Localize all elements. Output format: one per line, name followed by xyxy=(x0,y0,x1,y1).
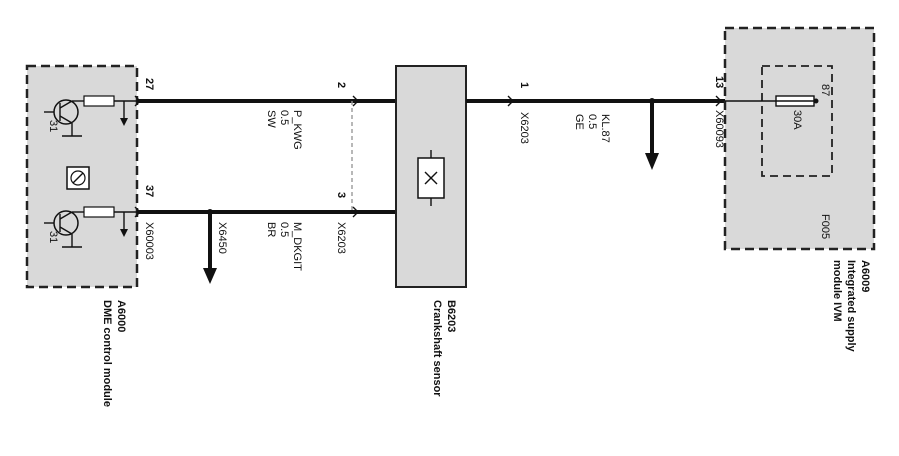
wire-kl87-size: 0.5 xyxy=(586,114,598,129)
ivm-module-box xyxy=(723,26,876,251)
fuse-icon xyxy=(775,95,819,107)
fuse-rating-label: 30A xyxy=(791,110,803,130)
ivm-id-label: A6009 xyxy=(859,260,871,292)
fuse-pin-label: 87 xyxy=(819,84,831,96)
supply-ivm-connector-label: X60093 xyxy=(713,110,725,148)
wire-m-dkgit-size: 0.5 xyxy=(278,222,290,237)
wire-p-kwg-size: 0.5 xyxy=(278,110,290,125)
dme-ground-label-upper: 31 xyxy=(47,120,59,132)
sensor-connector-chevron-top xyxy=(352,95,359,107)
ivm-name-label-2: module IVM xyxy=(831,260,843,322)
dme-pin-27: 27 xyxy=(143,78,155,90)
sensor-id-label: B6203 xyxy=(445,300,457,332)
supply-branch xyxy=(645,98,659,170)
ivm-fuse-area xyxy=(761,65,833,177)
ground-splice xyxy=(203,209,217,284)
dme-transistor-lower xyxy=(44,206,137,248)
dme-pin-37: 37 xyxy=(143,185,155,197)
supply-connector-chevron-ivm xyxy=(715,95,722,107)
dme-id-label: A6000 xyxy=(115,300,127,332)
wire-kl87-name: KL.87 xyxy=(599,114,611,143)
dme-transistor-upper xyxy=(44,95,137,137)
wire-kl87-color: GE xyxy=(573,114,585,130)
sensor-connector-chevron-bottom xyxy=(352,206,359,218)
sensor-connector-label: X6203 xyxy=(335,222,347,254)
dme-sensor-icon xyxy=(66,166,90,190)
supply-connector-chevron-sensor xyxy=(507,95,514,107)
ivm-name-label-1: Integrated supply xyxy=(845,260,857,353)
sensor-pin-2: 2 xyxy=(335,82,347,88)
sensor-pin-3: 3 xyxy=(335,192,347,198)
wire-p-kwg-name: P_KWG xyxy=(291,110,303,150)
sensor-name-label: Crankshaft sensor xyxy=(431,300,443,397)
crankshaft-sensor-icon xyxy=(417,150,445,206)
wire-m-dkgit-name: M_DKGIT xyxy=(291,222,303,271)
wire-p-kwg-color: SW xyxy=(265,110,277,128)
sensor-pin-1: 1 xyxy=(518,82,530,88)
wire-m-dkgit-color: BR xyxy=(265,222,277,237)
ivm-pin-13: 13 xyxy=(713,76,725,88)
dme-ground-label-lower: 31 xyxy=(47,231,59,243)
fuse-id-label: F005 xyxy=(819,214,831,239)
dme-connector-chevron-top xyxy=(134,95,141,107)
crankshaft-sensor-box xyxy=(395,65,467,288)
supply-sensor-connector-label: X6203 xyxy=(518,112,530,144)
dme-name-label: DME control module xyxy=(101,300,113,407)
dme-connector-chevron-bottom xyxy=(134,206,141,218)
dme-connector-label: X60003 xyxy=(143,222,155,260)
ground-splice-label: X6450 xyxy=(216,222,228,254)
